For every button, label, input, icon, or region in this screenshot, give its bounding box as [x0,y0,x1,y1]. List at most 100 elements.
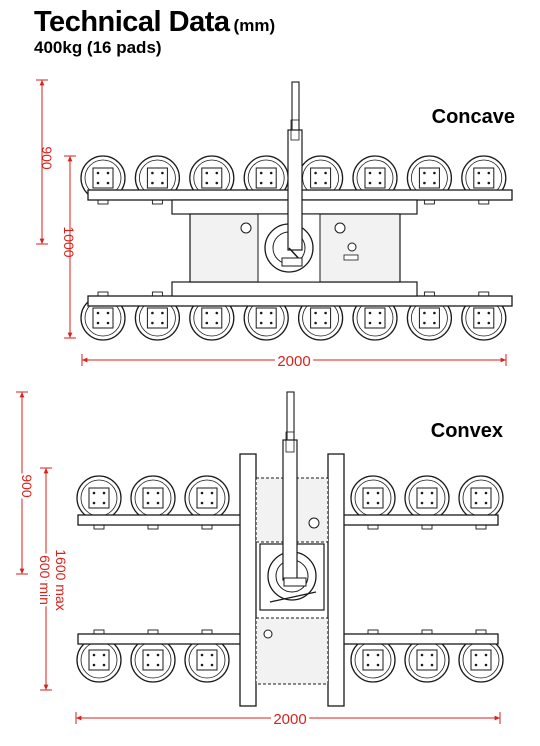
bolt-icon [259,311,263,315]
bolt-icon [161,171,164,175]
bolt-icon [210,491,214,495]
bolt-icon [215,181,219,185]
bolt-icon [92,501,96,505]
concave-gauge-icon-2 [334,222,346,234]
bolt-icon [102,501,106,505]
bolt-icon [430,663,434,667]
bolt-icon [378,311,382,315]
bolt-icon [92,653,96,657]
bolt-icon [210,653,214,657]
convex-dim-min: 600 min [37,555,53,605]
bolt-icon [433,171,436,175]
bolt-icon [433,321,436,325]
bolt-icon [205,171,209,175]
concave-dim-900: 900 [39,146,55,170]
bolt-icon [484,501,488,505]
suction-pad [80,291,126,341]
bolt-icon [151,171,154,175]
bolt-icon [433,181,436,185]
bolt-icon [423,181,426,185]
bolt-icon [161,311,164,315]
bolt-icon [102,653,106,657]
bolt-icon [477,311,481,315]
bolt-icon [487,181,491,185]
bolt-icon [487,321,491,325]
concave-lift-arm-top [291,81,300,133]
bolt-icon [376,491,380,495]
bolt-icon [215,311,219,315]
convex-top-crossbar-left [77,514,249,526]
bolt-icon [487,171,491,175]
bolt-icon [96,311,100,315]
bolt-icon [146,653,150,657]
bolt-icon [324,311,327,315]
suction-pad [406,291,453,341]
bolt-icon [269,311,273,315]
bolt-icon [96,181,100,185]
bolt-icon [366,491,370,495]
bolt-icon [484,653,488,657]
bolt-icon [146,501,150,505]
concave-arm-foot [281,257,303,267]
bolt-icon [200,501,204,505]
bolt-icon [156,501,160,505]
suction-pad [243,291,289,341]
bolt-icon [366,663,370,667]
bolt-icon [269,181,273,185]
bolt-icon [368,311,372,315]
bolt-icon [378,321,382,325]
bolt-icon [484,663,488,667]
concave-lower-rail [171,281,418,297]
bolt-icon [269,321,273,325]
bolt-icon [151,181,154,185]
bolt-icon [433,311,436,315]
bolt-icon [96,171,100,175]
bolt-icon [205,181,209,185]
bolt-icon [106,181,110,185]
bolt-icon [96,321,100,325]
suction-pad [130,629,176,683]
convex-bottom-crossbar-left [77,633,249,645]
suction-pad [80,155,126,205]
convex-arm-clamp [285,431,295,453]
bolt-icon [376,653,380,657]
convex-left-rail [239,453,257,707]
bolt-icon [161,321,164,325]
bolt-icon [156,653,160,657]
bolt-icon [368,181,372,185]
bolt-icon [324,181,327,185]
bolt-icon [420,501,424,505]
convex-dim-900: 900 [19,474,35,498]
bolt-icon [151,321,154,325]
convex-diagram: Convex 900 1600 max 600 mi [16,391,504,731]
bolt-icon [430,653,434,657]
convex-lift-arm [282,439,298,581]
bolt-icon [259,181,263,185]
bolt-icon [215,321,219,325]
bolt-icon [487,311,491,315]
bolt-icon [423,311,426,315]
title-unit: (mm) [233,16,276,35]
title-text: Technical Data [34,6,230,38]
bolt-icon [324,171,327,175]
convex-arm-brace [269,591,317,603]
bolt-icon [477,321,481,325]
bolt-icon [92,491,96,495]
bolt-icon [368,321,372,325]
bolt-icon [269,171,273,175]
bolt-icon [259,171,263,175]
bolt-icon [146,491,150,495]
bolt-icon [215,171,219,175]
bolt-icon [420,491,424,495]
bolt-icon [378,171,382,175]
bolt-icon [314,311,317,315]
bolt-icon [324,321,327,325]
bolt-icon [146,663,150,667]
convex-bottom-crossbar-right [333,633,499,645]
bolt-icon [420,653,424,657]
convex-lower-vacuum-unit [255,617,329,685]
bolt-icon [200,653,204,657]
convex-dim-max: 1600 max [53,549,69,610]
suction-pad [461,291,507,341]
